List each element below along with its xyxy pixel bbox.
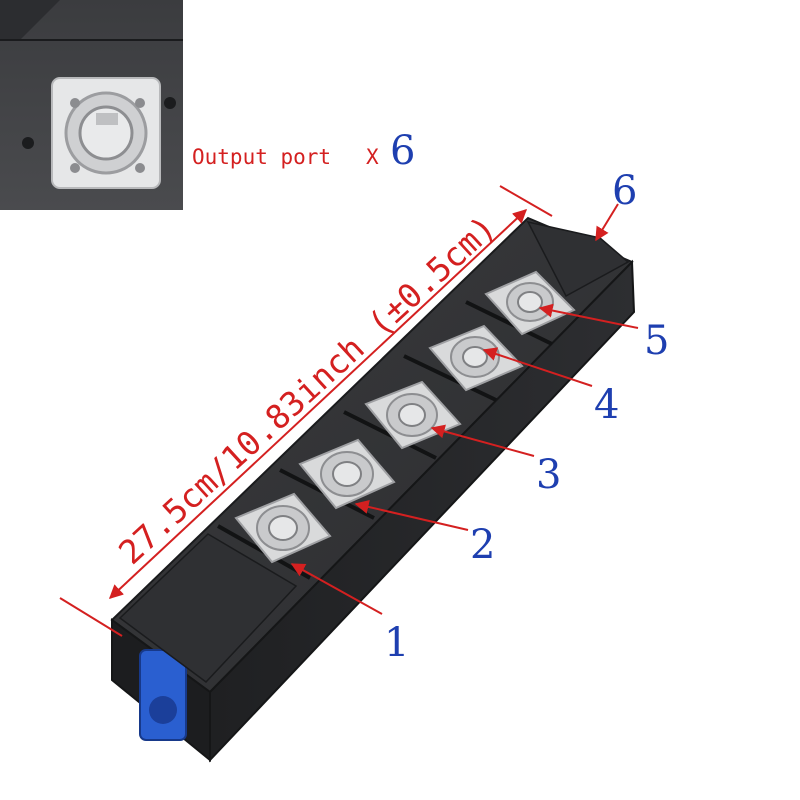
screw-icon — [22, 137, 34, 149]
inset-caption-text: Output port — [192, 145, 331, 169]
screw-icon — [135, 98, 145, 108]
callout-arrow-2 — [354, 500, 469, 531]
screw-icon — [70, 163, 80, 173]
port-number-5: 5 — [644, 318, 669, 364]
input-connector — [139, 649, 187, 741]
port-number-6: 6 — [612, 168, 637, 214]
callout-arrow-5 — [538, 303, 639, 329]
inset-photo — [0, 0, 183, 218]
port-number-2: 2 — [470, 522, 495, 568]
screw-icon — [70, 98, 80, 108]
port-number-1: 1 — [384, 620, 409, 666]
inset-caption-count: 6 — [390, 128, 415, 174]
port-number-3: 3 — [536, 452, 561, 498]
port-callouts — [290, 203, 639, 615]
inset-caption-times: X — [366, 145, 379, 169]
callout-arrow-3 — [430, 424, 535, 457]
callout-arrow-1 — [290, 563, 383, 615]
dimension-arrow — [108, 209, 528, 599]
screw-icon — [135, 163, 145, 173]
callout-arrow-4 — [482, 347, 593, 387]
screw-icon — [164, 97, 176, 109]
callout-arrow-6 — [595, 203, 619, 242]
port-number-4: 4 — [594, 382, 619, 428]
